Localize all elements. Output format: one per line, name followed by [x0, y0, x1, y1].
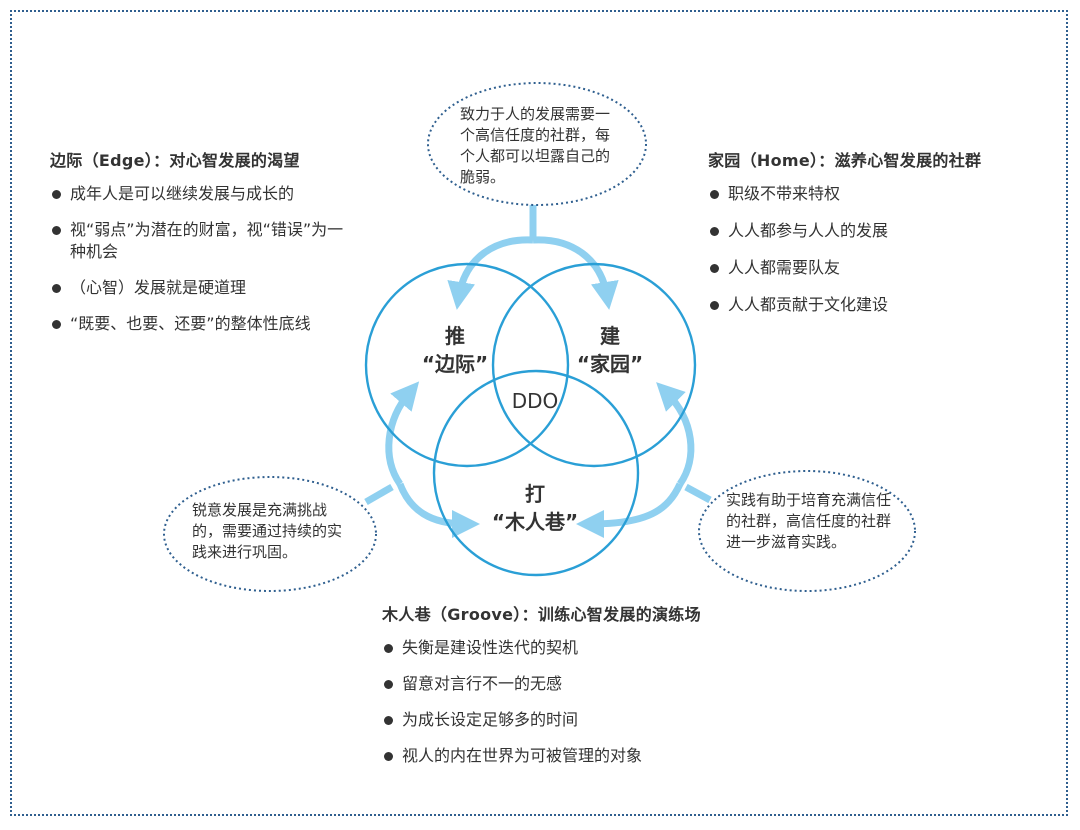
panel-edge-title: 边际（Edge）：对心智发展的渴望: [50, 151, 300, 170]
bubble-left-text: 锐意发展是充满挑战的，需要通过持续的实践来进行巩固。: [192, 501, 343, 561]
list-item: 职级不带来特权: [708, 183, 1048, 205]
circle-home: [491, 262, 697, 468]
circle-label-push-line1: 推: [445, 324, 465, 348]
circle-label-hit: 打 “木人巷”: [470, 480, 600, 536]
arrow-left-down: [396, 482, 480, 538]
bubble-top: [427, 82, 647, 206]
connector-left: [364, 483, 394, 506]
circle-label-push: 推 “边际”: [405, 322, 505, 378]
list-item: 人人都需要队友: [708, 257, 1048, 279]
circle-label-build-line2: “家园”: [576, 352, 644, 376]
circle-label-push-line2: “边际”: [421, 352, 489, 376]
circle-label-build: 建 “家园”: [560, 322, 660, 378]
center-label: DDO: [511, 389, 559, 413]
list-item: 失衡是建设性迭代的契机: [382, 637, 762, 659]
panel-groove-list: 失衡是建设性迭代的契机 留意对言行不一的无感 为成长设定足够多的时间 视人的内在…: [382, 637, 762, 767]
arrow-right-down: [576, 482, 684, 538]
list-item: 为成长设定足够多的时间: [382, 709, 762, 731]
bubble-top-text: 致力于人的发展需要一个高信任度的社群，每个人都可以坦露自己的脆弱。: [460, 105, 611, 186]
bubble-right: [698, 470, 916, 592]
list-item: 留意对言行不一的无感: [382, 673, 762, 695]
arrow-top-left: [447, 236, 534, 310]
panel-edge: 边际（Edge）：对心智发展的渴望 成年人是可以继续发展与成长的 视“弱点”为潜…: [50, 147, 350, 349]
list-item: （心智）发展就是硬道理: [50, 277, 350, 299]
arrow-left-up: [385, 381, 420, 486]
circle-groove: [432, 369, 640, 577]
bubble-right-text: 实践有助于培育充满信任的社群，高信任度的社群进一步滋育实践。: [726, 491, 892, 551]
list-item: 人人都贡献于文化建设: [708, 294, 1048, 316]
circle-edge: [364, 262, 570, 468]
connector-right: [684, 483, 712, 504]
panel-groove: 木人巷（Groove）：训练心智发展的演练场 失衡是建设性迭代的契机 留意对言行…: [382, 601, 762, 781]
list-item: 视人的内在世界为可被管理的对象: [382, 745, 762, 767]
panel-groove-title: 木人巷（Groove）：训练心智发展的演练场: [382, 605, 701, 624]
panel-home: 家园（Home）：滋养心智发展的社群 职级不带来特权 人人都参与人人的发展 人人…: [708, 147, 1048, 331]
arrow-top-right: [532, 236, 619, 310]
circle-label-hit-line1: 打: [525, 482, 545, 506]
panel-edge-list: 成年人是可以继续发展与成长的 视“弱点”为潜在的财富，视“错误”为一种机会 （心…: [50, 183, 350, 335]
list-item: 成年人是可以继续发展与成长的: [50, 183, 350, 205]
panel-home-list: 职级不带来特权 人人都参与人人的发展 人人都需要队友 人人都贡献于文化建设: [708, 183, 1048, 316]
list-item: 视“弱点”为潜在的财富，视“错误”为一种机会: [50, 219, 350, 263]
circle-label-build-line1: 建: [600, 324, 620, 348]
arrow-right-up: [656, 382, 695, 486]
circle-label-hit-line2: “木人巷”: [491, 510, 579, 534]
list-item: “既要、也要、还要”的整体性底线: [50, 313, 350, 335]
list-item: 人人都参与人人的发展: [708, 220, 1048, 242]
bubble-left: [163, 476, 377, 592]
diagram-frame: [10, 10, 1068, 816]
panel-home-title: 家园（Home）：滋养心智发展的社群: [708, 151, 982, 170]
